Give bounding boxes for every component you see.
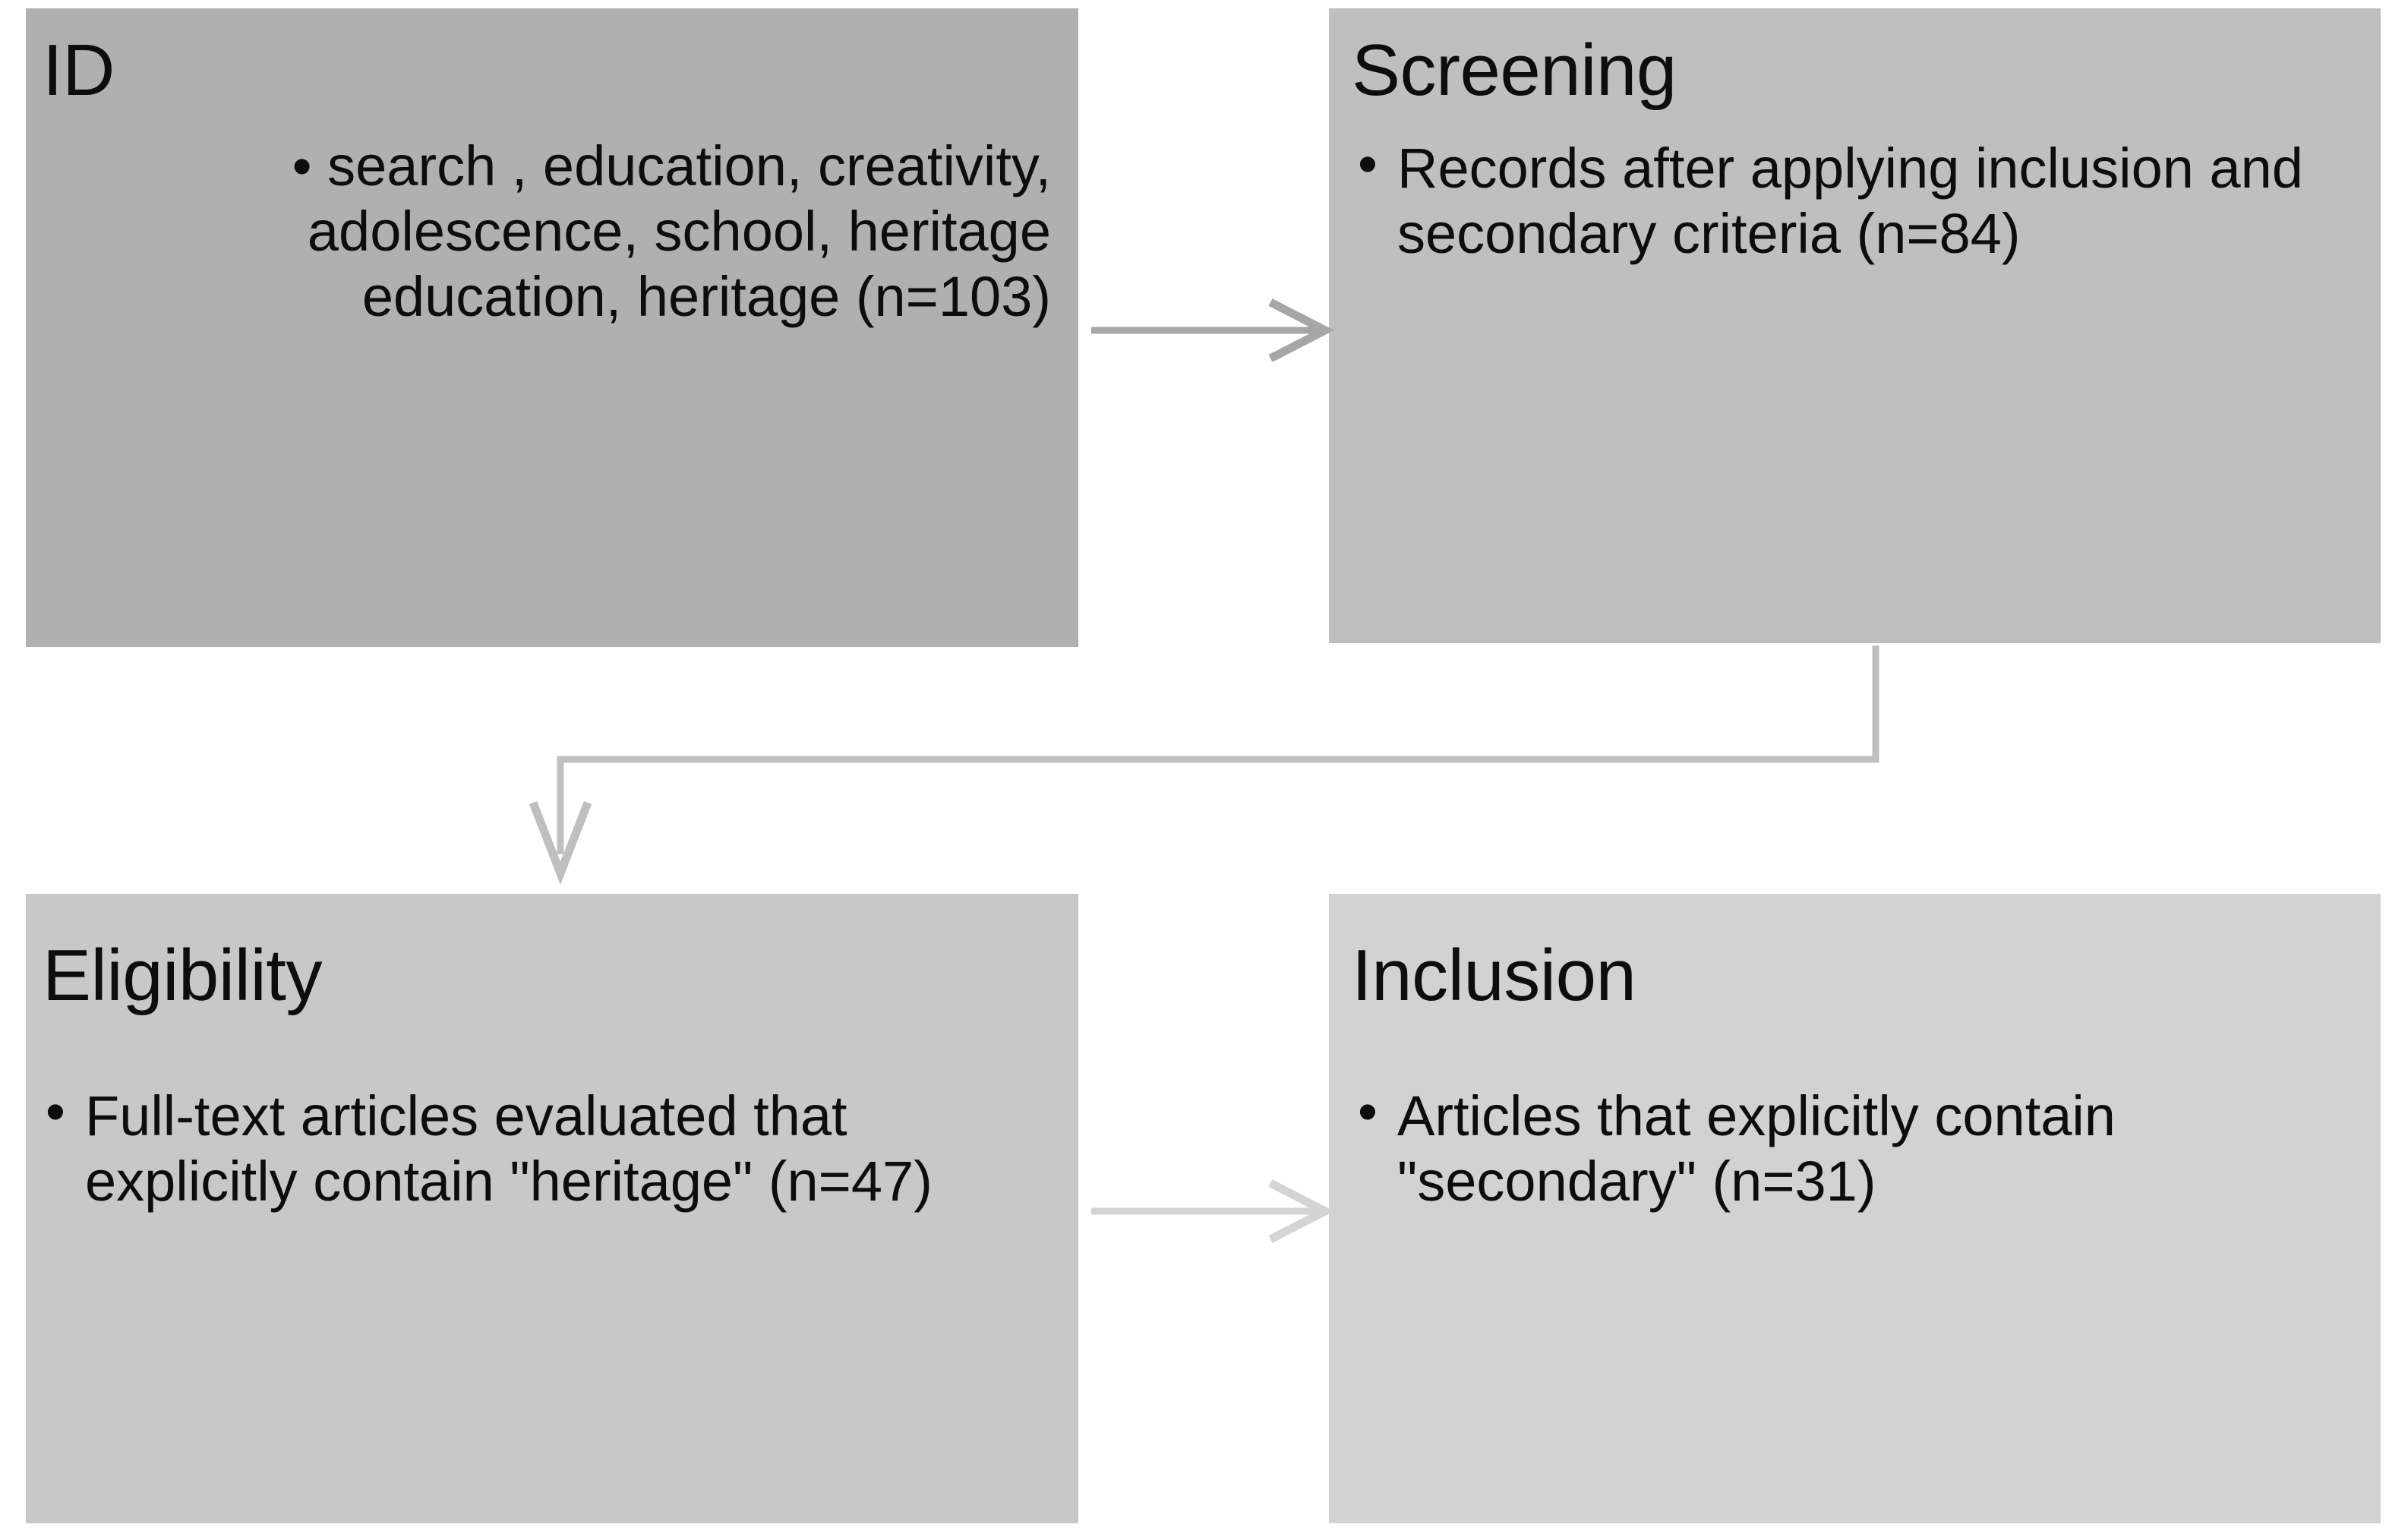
stage-box-inclusion: Inclusion • Articles that explicitly con… [1329, 894, 2381, 1523]
stage-bullet-text-eligibility: Full-text articles evaluated that explic… [85, 1084, 933, 1213]
stage-box-screening: Screening • Records after applying inclu… [1329, 8, 2381, 643]
bullet-dot-icon: • [1358, 132, 1393, 195]
stage-box-identification: ID • search , education, creativity, ado… [26, 8, 1078, 647]
bullet-dot-icon: • [1358, 1080, 1393, 1143]
list-item: • search , education, creativity, adoles… [49, 134, 1051, 330]
stage-heading-identification: ID [43, 30, 115, 111]
list-item: • Full-text articles evaluated that expl… [46, 1084, 1056, 1214]
stage-bullet-list-screening: • Records after applying inclusion and s… [1358, 136, 2345, 267]
stage-bullet-list-inclusion: • Articles that explicitly contain "seco… [1358, 1084, 2360, 1214]
stage-bullet-text-identification: search , education, creativity, adolesce… [307, 134, 1051, 329]
arrow-screening-to-eligibility-icon [529, 645, 1879, 885]
arrow-eligibility-to-inclusion-icon [1091, 1179, 1335, 1243]
stage-heading-screening: Screening [1352, 30, 1677, 111]
stage-bullet-list-identification: • search , education, creativity, adoles… [49, 134, 1051, 330]
stage-bullet-text-screening: Records after applying inclusion and sec… [1397, 137, 2303, 266]
stage-heading-eligibility: Eligibility [43, 935, 322, 1016]
bullet-dot-icon: • [292, 134, 328, 197]
stage-heading-inclusion: Inclusion [1352, 935, 1636, 1016]
bullet-dot-icon: • [46, 1080, 81, 1143]
list-item: • Articles that explicitly contain "seco… [1358, 1084, 2360, 1214]
stage-bullet-list-eligibility: • Full-text articles evaluated that expl… [46, 1084, 1056, 1214]
stage-box-eligibility: Eligibility • Full-text articles evaluat… [26, 894, 1078, 1523]
stage-bullet-text-inclusion: Articles that explicitly contain "second… [1397, 1084, 2116, 1213]
list-item: • Records after applying inclusion and s… [1358, 136, 2345, 267]
arrow-id-to-screening-icon [1091, 298, 1335, 362]
